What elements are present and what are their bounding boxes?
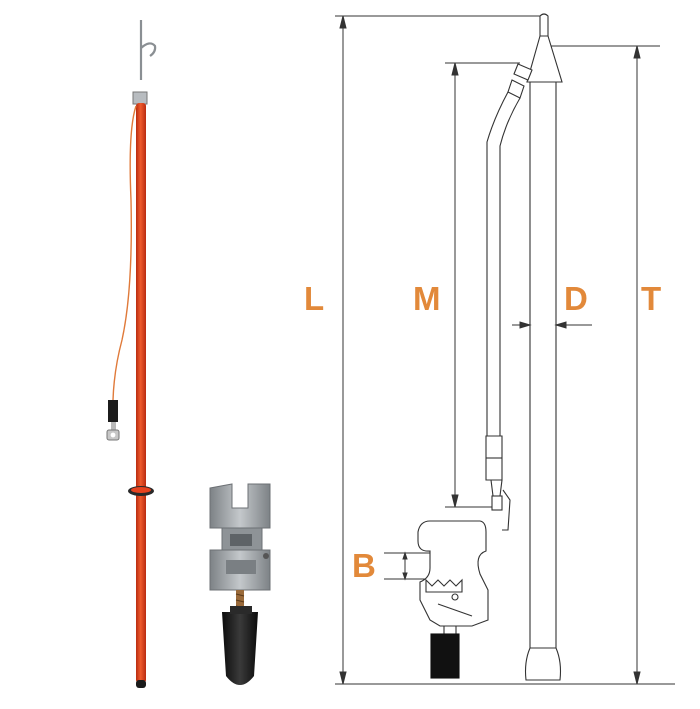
label-M: M [413, 280, 441, 317]
label-L: L [304, 280, 325, 317]
earthing-pole-photo [106, 20, 157, 688]
clamp-photo [209, 483, 271, 685]
lead-terminal-nut [491, 495, 503, 511]
clamp-handle-drawing [430, 633, 460, 679]
lead-outline [485, 63, 533, 531]
pole-outline [524, 13, 563, 681]
clamp-body [417, 520, 489, 627]
cable-connector [108, 400, 118, 422]
pole-end-cap [136, 680, 146, 688]
clamp-outline [417, 520, 489, 679]
dimension-line-B [384, 551, 430, 581]
pole-tip [539, 13, 549, 37]
technical-drawing [335, 13, 675, 685]
pole-foot [524, 647, 562, 681]
label-D: D [564, 280, 588, 317]
label-T: T [641, 280, 662, 317]
lead-tube [486, 91, 521, 436]
pole-hook [139, 20, 157, 80]
clamp-handle [222, 612, 258, 685]
earthing-cable [112, 105, 137, 401]
lead-top-connector [513, 63, 533, 81]
clamp-pivot [451, 593, 459, 601]
pole-head-cone [526, 35, 563, 83]
clamp-jaw-teeth [425, 578, 463, 593]
dimension-line-M [445, 62, 520, 508]
clamp-screw [236, 590, 244, 610]
clamp-upper-jaw [209, 483, 271, 529]
pole-metal-collar [132, 91, 148, 105]
dimension-line-L [335, 15, 675, 685]
dimension-line-T [548, 45, 660, 685]
dimension-line-D [512, 321, 592, 329]
label-B: B [352, 547, 376, 584]
pole-body [136, 103, 146, 683]
